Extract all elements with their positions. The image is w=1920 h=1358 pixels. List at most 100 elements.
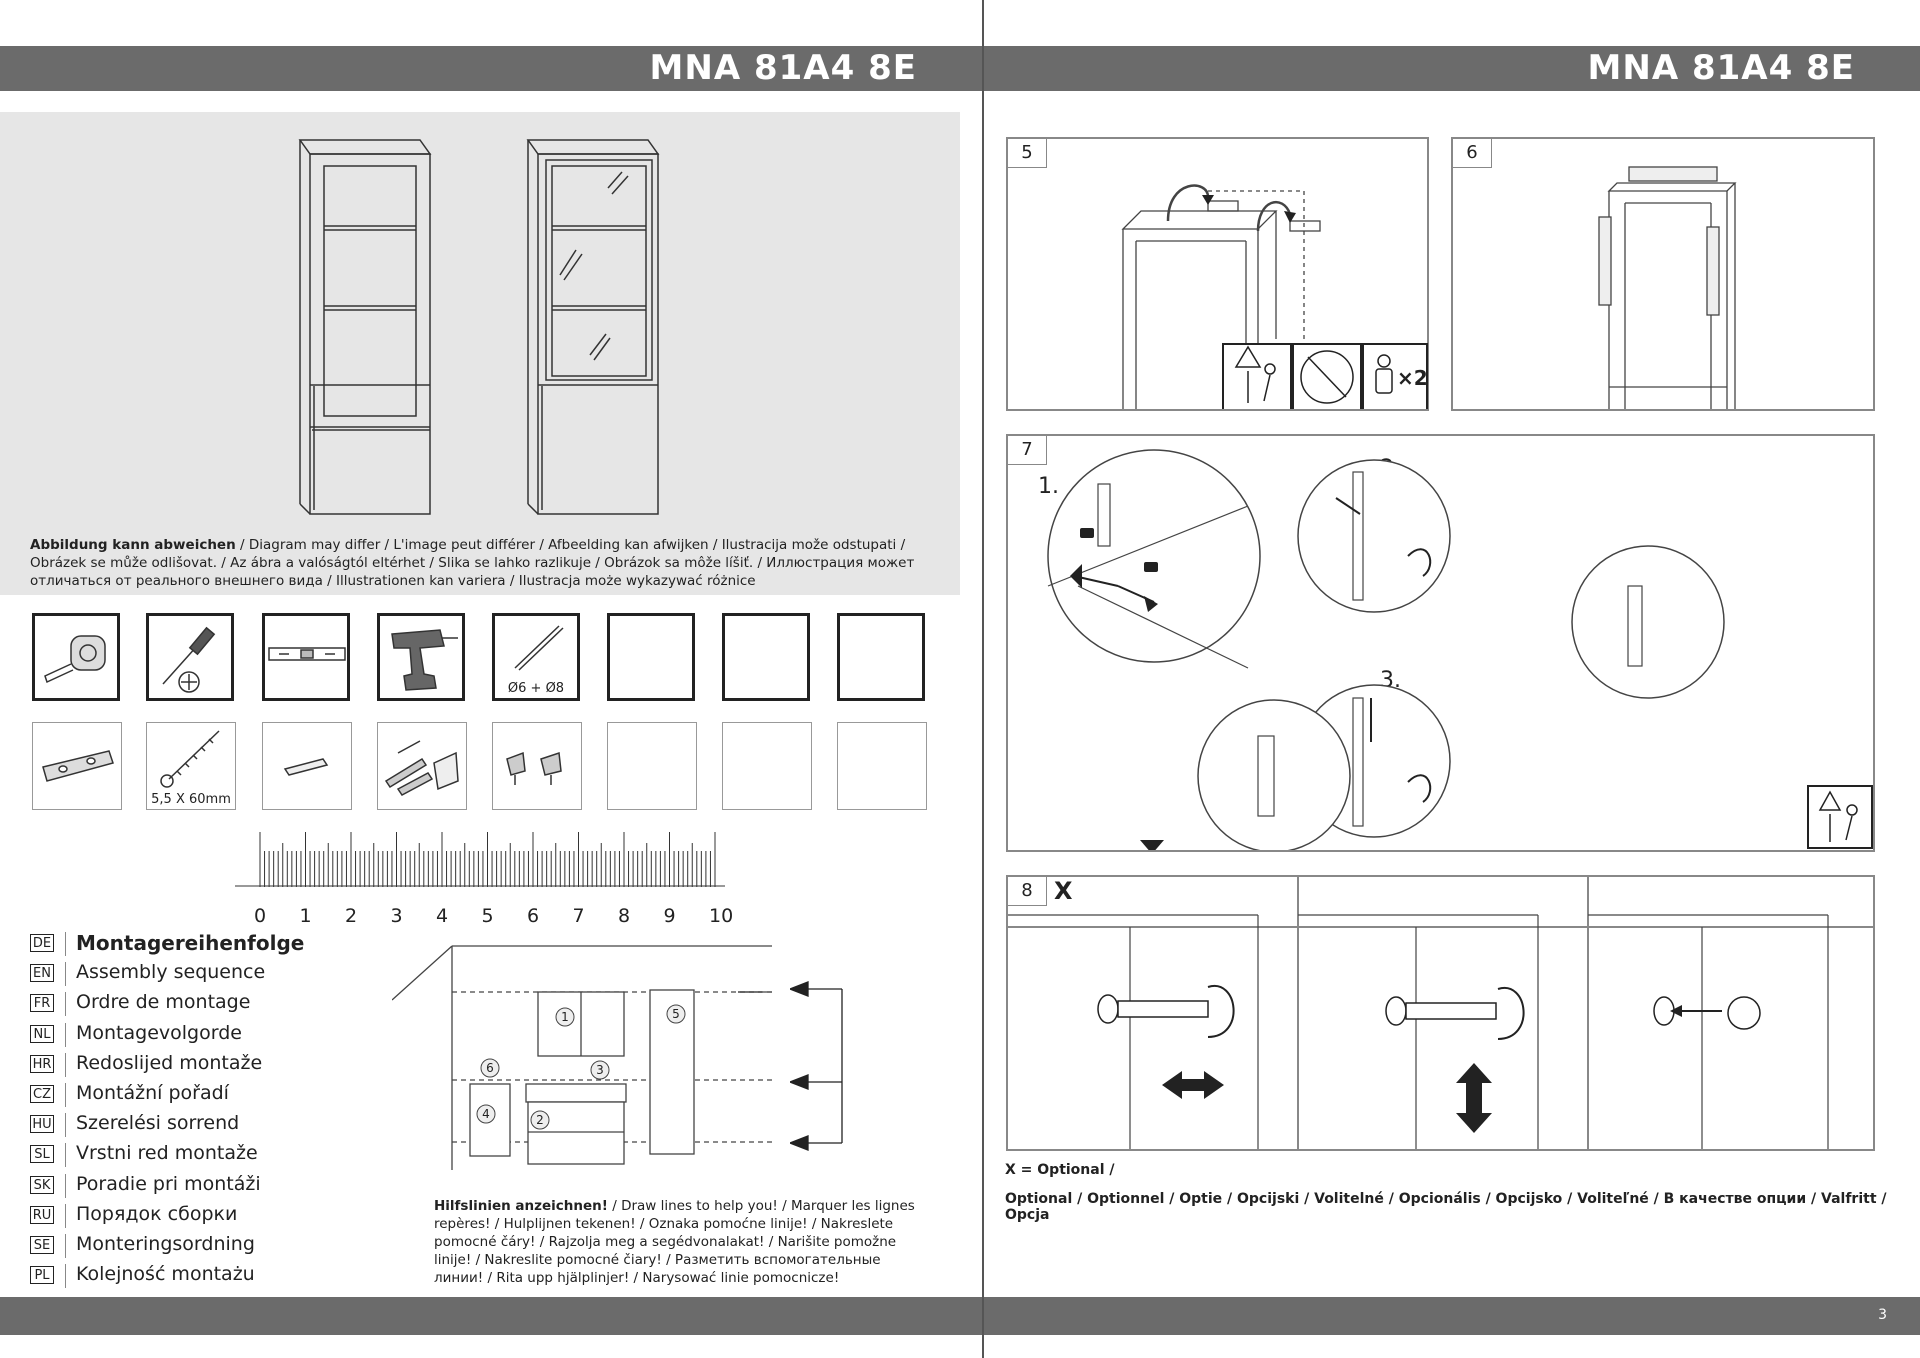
room-item-number: 1 (561, 1010, 569, 1024)
assembly-sequence-label: Kolejność montażu (76, 1263, 255, 1286)
header-bar-right: MNA 81A4 8E (984, 46, 1920, 91)
disclaimer-text: Abbildung kann abweichen / Diagram may d… (30, 536, 950, 590)
two-persons-label: ×2 (1397, 366, 1428, 390)
screw-icon (160, 730, 220, 788)
part-mounting-rail (32, 722, 122, 810)
step-number: 6 (1453, 139, 1492, 168)
language-code-box: NL (30, 1024, 54, 1043)
screwdriver-icon (162, 626, 216, 693)
drill-bit-caption: Ø6 + Ø8 (507, 681, 565, 696)
language-code-box: CZ (30, 1085, 54, 1103)
language-separator (65, 1143, 66, 1168)
hanger-bracket-icon (506, 751, 562, 785)
drill-icon (391, 629, 458, 691)
assembly-sequence-label: Assembly sequence (76, 961, 266, 984)
part-empty-slot (722, 722, 812, 810)
spirit-level-icon (268, 647, 346, 661)
ruler-number: 10 (709, 905, 734, 927)
language-code-box: DE (30, 934, 54, 952)
language-separator (65, 1173, 66, 1198)
help-lines-text: Hilfslinien anzeichnen! / Draw lines to … (434, 1197, 934, 1287)
step-8-illustration (1008, 877, 1874, 1149)
language-code-box: RU (30, 1205, 54, 1224)
screw-caption: 5,5 X 60mm (151, 792, 231, 807)
part-rail-bar (262, 722, 352, 810)
assembly-sequence-label: Redoslijed montaže (76, 1051, 263, 1074)
room-item-number: 3 (596, 1063, 604, 1077)
help-lines-body: / Draw lines to help you! / Marquer les … (434, 1198, 915, 1286)
ruler-number: 5 (481, 905, 494, 927)
assembly-sequence-label: Montážní pořadí (76, 1082, 229, 1104)
step-8-panel: 8 X (1006, 875, 1875, 1151)
assembly-sequence-label: Szerelési sorrend (76, 1112, 240, 1135)
footer-bar-left (0, 1297, 982, 1335)
tool-empty-slot (837, 613, 925, 701)
ruler-number: 4 (436, 905, 449, 927)
tool-empty-slot (722, 613, 810, 701)
model-title: MNA 81A4 8E (649, 48, 917, 88)
tool-drill-bit: Ø6 + Ø8 (492, 613, 580, 701)
step-number: 7 (1008, 436, 1047, 465)
wall-plug-set-icon (384, 740, 459, 796)
part-screw: 5,5 X 60mm (146, 722, 236, 810)
substep-1: 1. (1038, 474, 1059, 499)
tool-drill (377, 613, 465, 701)
room-item-number: 5 (672, 1007, 680, 1021)
ruler-number: 6 (527, 905, 540, 927)
step-6-illustration (1598, 166, 1737, 409)
language-separator (65, 1083, 66, 1107)
language-separator (65, 1113, 66, 1138)
model-title: MNA 81A4 8E (1587, 48, 1855, 88)
assembly-sequence-label: Montagevolgorde (76, 1021, 242, 1044)
language-separator (65, 932, 66, 956)
language-separator (65, 992, 66, 1017)
language-code-box: HU (30, 1115, 54, 1134)
language-code-box: SK (30, 1175, 54, 1194)
ruler-number: 3 (390, 905, 403, 927)
assembly-sequence-label: Порядок сборки (76, 1202, 238, 1225)
language-code-box: PL (30, 1266, 54, 1285)
language-code-box: SL (30, 1145, 54, 1164)
optional-translations: Optional / Optionnel / Optie / Opcijski … (1005, 1191, 1887, 1223)
help-line-arrows (790, 981, 843, 1151)
assembly-sequence-label: Ordre de montage (76, 991, 251, 1014)
mounting-rail-icon (42, 750, 114, 782)
step-7-illustration (1047, 449, 1873, 850)
drill-bit-icon (514, 625, 564, 671)
language-separator (65, 962, 66, 987)
tool-spirit-level (262, 613, 350, 701)
optional-label: X = Optional / (1005, 1162, 1115, 1178)
part-empty-slot (607, 722, 697, 810)
step-6-panel: 6 (1451, 137, 1875, 411)
assembly-sequence-label: Monteringsordning (76, 1233, 255, 1255)
language-separator (65, 1234, 66, 1258)
part-hanger-bracket (492, 722, 582, 810)
cabinet-illustrations (298, 139, 660, 515)
help-lines-bold: Hilfslinien anzeichnen! (434, 1198, 608, 1214)
rail-bar-icon (283, 758, 329, 776)
part-wall-plug-set (377, 722, 467, 810)
part-empty-slot (837, 722, 927, 810)
disclaimer-bold: Abbildung kann abweichen (30, 537, 236, 553)
language-separator (65, 1264, 66, 1289)
language-code-box: EN (30, 964, 54, 983)
language-separator (65, 1022, 66, 1047)
step-5-panel: 5 (1006, 137, 1429, 411)
tool-tape-measure (32, 613, 120, 701)
room-item-number: 2 (536, 1113, 544, 1127)
ruler-number: 2 (345, 905, 358, 927)
assembly-sequence-label: Montagereihenfolge (76, 931, 305, 955)
language-code-box: FR (30, 994, 54, 1013)
page-number: 3 (1878, 1307, 1887, 1323)
ruler-number: 1 (299, 905, 312, 927)
header-bar-left: MNA 81A4 8E (0, 46, 982, 91)
language-code-box: SE (30, 1236, 54, 1254)
ruler-number: 8 (618, 905, 631, 927)
language-separator (65, 1052, 66, 1077)
ruler-number: 0 (254, 905, 267, 927)
assembly-sequence-label: Vrstni red montaže (76, 1142, 258, 1165)
disclaimer-body: / Diagram may differ / L'image peut diff… (30, 537, 915, 589)
tape-measure-icon (44, 635, 106, 684)
step-5-illustration: ×2 (1121, 184, 1428, 409)
